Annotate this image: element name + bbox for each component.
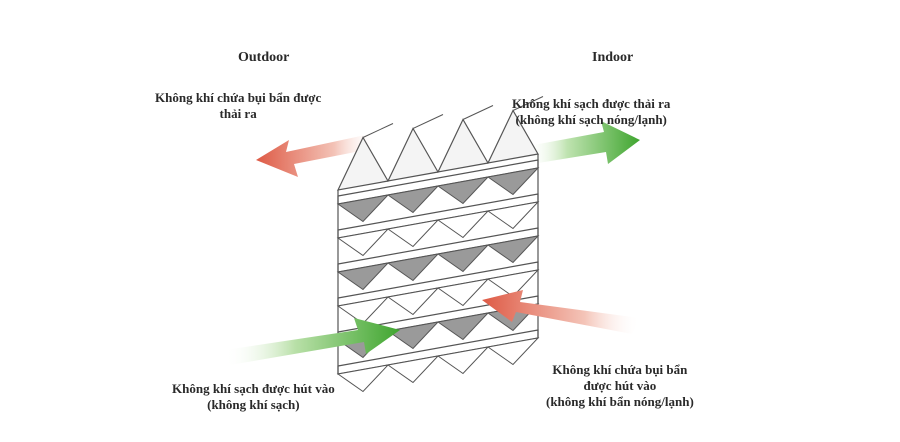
roof-fin	[436, 118, 489, 173]
roof-ridge	[512, 96, 544, 111]
corrugation-fin	[486, 201, 540, 230]
corrugation-fin	[336, 228, 390, 257]
corrugation-fin	[486, 337, 540, 366]
corrugation-fin	[336, 364, 390, 393]
supply-air-label: Không khí sạch được thải ra (không khí s…	[512, 96, 670, 128]
fresh-air-arrow-icon	[225, 318, 400, 365]
supply-arrow-icon	[528, 121, 640, 164]
fresh-air-label-line1: Không khí sạch được hút vào	[172, 381, 335, 396]
corrugation-fin	[436, 176, 490, 205]
fresh-air-label-line2: (không khí sạch)	[207, 397, 300, 412]
outdoor-label: Outdoor	[238, 50, 290, 65]
roof-ridge	[362, 123, 394, 138]
return-air-arrow-icon	[482, 290, 640, 334]
return-air-label-line1: Không khí chứa bụi bẩn	[552, 362, 688, 377]
corrugation-fin	[436, 244, 490, 273]
exhaust-air-label-line1: Không khí chứa bụi bẩn được	[155, 90, 322, 105]
corrugation-fin	[336, 262, 390, 291]
indoor-label: Indoor	[592, 50, 634, 65]
corrugation-fin	[336, 194, 390, 223]
supply-air-label-line2: (không khí sạch nóng/lạnh)	[515, 112, 667, 127]
roof-fin	[486, 109, 539, 164]
corrugation-fin	[336, 296, 390, 325]
return-air-label-line3: (không khí bẩn nóng/lạnh)	[546, 394, 694, 409]
corrugation-fin	[486, 167, 540, 196]
corrugation-fin	[386, 219, 440, 248]
roof-fin	[386, 127, 439, 182]
return-air-label: Không khí chứa bụi bẩn được hút vào (khô…	[546, 362, 694, 410]
corrugation-fin	[386, 185, 440, 214]
supply-air-label-line1: Không khí sạch được thải ra	[512, 96, 671, 111]
corrugation-fin	[436, 278, 490, 307]
roof-fin	[336, 136, 389, 191]
exhaust-air-label: Không khí chứa bụi bẩn được thải ra	[155, 90, 321, 122]
corrugation-fin	[386, 355, 440, 384]
exhaust-arrow-icon	[256, 134, 376, 177]
return-air-label-line2: được hút vào	[583, 378, 657, 393]
fresh-air-label: Không khí sạch được hút vào (không khí s…	[172, 381, 335, 413]
exhaust-air-label-line2: thải ra	[219, 106, 257, 121]
corrugation-fin	[436, 312, 490, 341]
corrugation-fin	[436, 210, 490, 239]
corrugation-fin	[386, 321, 440, 350]
roof-ridge	[412, 114, 444, 129]
corrugation-fin	[436, 346, 490, 375]
corrugation-fin	[486, 269, 540, 298]
corrugation-fin	[386, 287, 440, 316]
corrugation-fin	[386, 253, 440, 282]
corrugation-fin	[486, 235, 540, 264]
roof-ridge	[462, 105, 494, 120]
